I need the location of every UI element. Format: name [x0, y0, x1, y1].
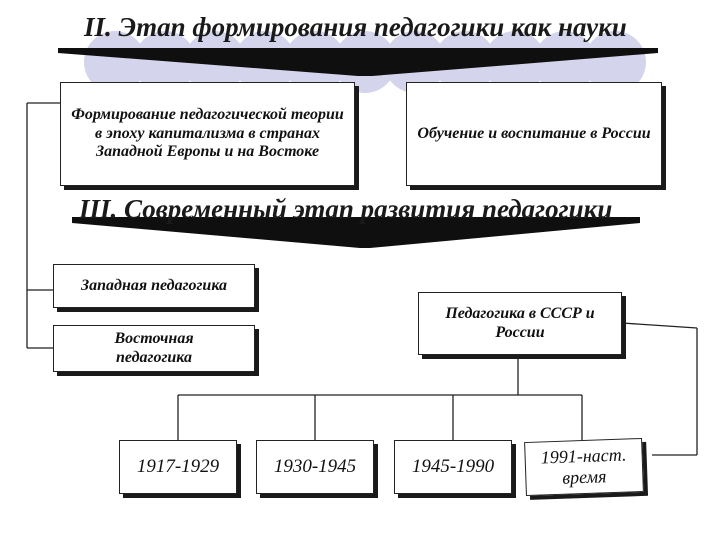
ussr-russia-pedagogy-box: Педагогика в СССР и России — [418, 292, 622, 355]
western-pedagogy-box: Западная педагогика — [53, 264, 255, 308]
arrow-stage2 — [58, 48, 658, 76]
eastern-pedagogy-box: Восточная педагогика — [53, 325, 255, 372]
period-box: 1945-1990 — [394, 440, 512, 494]
stage2-heading: II. Этап формирования педагогики как нау… — [84, 12, 627, 42]
period-box: 1930-1945 — [256, 440, 374, 494]
russia-education-box: Обучение и воспитание в России — [406, 82, 662, 186]
formation-theory-box: Формирование педагогической теории в эпо… — [60, 82, 355, 186]
period-box: 1991-наст. время — [524, 437, 644, 497]
arrow-stage3 — [72, 217, 640, 248]
period-box: 1917-1929 — [119, 440, 237, 494]
stage3-heading: III. Современный этап развития педагогик… — [79, 194, 613, 224]
